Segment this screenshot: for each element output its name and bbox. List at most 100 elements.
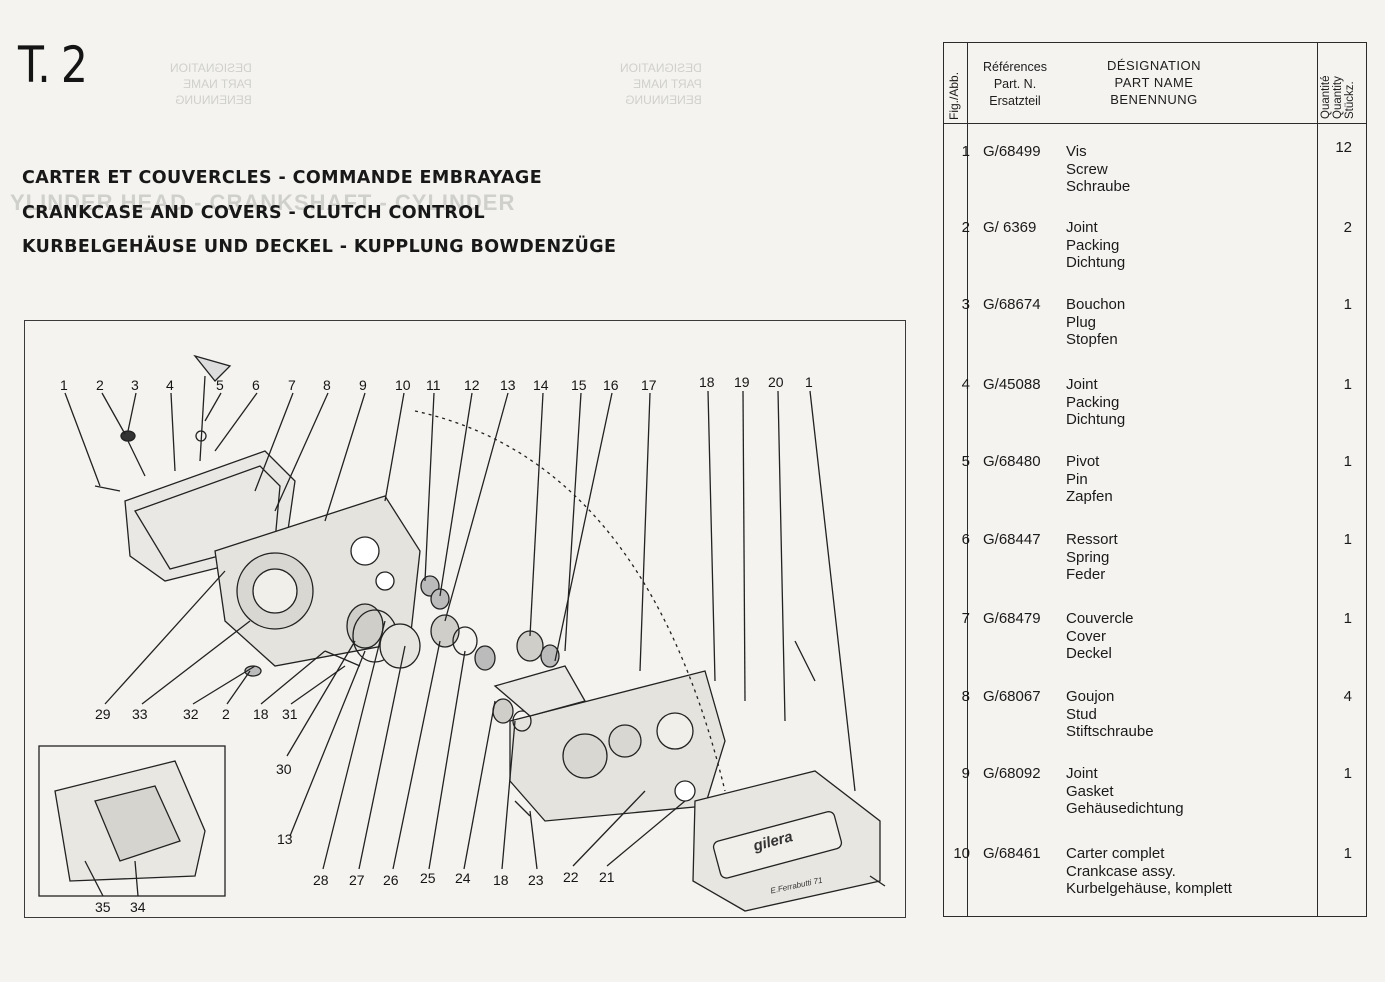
header-qty-de: Stückz. xyxy=(1344,81,1356,119)
row-ref: G/68092 xyxy=(983,765,1041,782)
row-name-fr: Goujon xyxy=(1066,688,1115,705)
callout-34: 34 xyxy=(130,899,146,915)
row-fig: 7 xyxy=(961,610,970,627)
callout-13b: 13 xyxy=(277,831,293,847)
row-name-de: Stiftschraube xyxy=(1066,723,1154,740)
row-name-fr: Vis xyxy=(1066,143,1087,160)
callout-top-20: 20 xyxy=(768,374,784,390)
header-qty-en: Quantity xyxy=(1332,76,1344,119)
callout-30: 30 xyxy=(276,761,292,777)
row-ref: G/68499 xyxy=(983,143,1041,160)
row-qty: 1 xyxy=(1343,765,1352,782)
header-des-en: PART NAME xyxy=(1114,75,1194,90)
header-des-de: BENENNUNG xyxy=(1110,92,1198,107)
row-names: Pivot Pin Zapfen xyxy=(1066,453,1113,506)
header-ref-en: Part. N. xyxy=(993,77,1037,91)
row-name-fr: Couvercle xyxy=(1066,610,1134,627)
callout-27: 27 xyxy=(349,872,365,888)
row-name-de: Gehäusedichtung xyxy=(1066,800,1184,817)
row-name-de: Feder xyxy=(1066,566,1106,583)
row-name-en: Cover xyxy=(1066,627,1107,645)
callout-top-17: 17 xyxy=(641,377,657,393)
row-ref: G/68674 xyxy=(983,296,1041,313)
row-name-de: Dichtung xyxy=(1066,254,1126,271)
row-name-de: Zapfen xyxy=(1066,488,1113,505)
row-qty: 12 xyxy=(1335,139,1352,156)
row-ref: G/68067 xyxy=(983,688,1041,705)
row-qty: 1 xyxy=(1343,453,1352,470)
row-fig: 10 xyxy=(953,845,970,862)
callout-top-6: 6 xyxy=(252,377,260,393)
plate-number: T. 2 xyxy=(18,36,88,94)
row-names: Goujon Stud Stiftschraube xyxy=(1066,688,1154,741)
header-ref: Références Part. N. Ersatzteil xyxy=(974,59,1056,110)
row-name-de: Deckel xyxy=(1066,645,1112,662)
callout-top-10: 10 xyxy=(395,377,411,393)
row-qty: 1 xyxy=(1343,845,1352,862)
row-ref: G/45088 xyxy=(983,376,1041,393)
row-fig: 5 xyxy=(961,453,970,470)
row-ref: G/ 6369 xyxy=(983,219,1037,236)
row-name-fr: Ressort xyxy=(1066,531,1118,548)
parts-table: Fig./Abb. Références Part. N. Ersatzteil… xyxy=(943,42,1367,917)
callout-top-4: 4 xyxy=(166,377,174,393)
row-fig: 3 xyxy=(961,296,970,313)
row-name-fr: Joint xyxy=(1066,376,1098,393)
row-name-en: Spring xyxy=(1066,548,1110,566)
header-des-fr: DÉSIGNATION xyxy=(1106,58,1202,73)
callout-35: 35 xyxy=(95,899,111,915)
header-designation: DÉSIGNATION PART NAME BENENNUNG xyxy=(1094,57,1214,108)
row-name-fr: Carter complet xyxy=(1066,845,1165,862)
page-titles: CARTER ET COUVERCLES - COMMANDE EMBRAYAG… xyxy=(22,168,616,272)
callout-top-5: 5 xyxy=(216,377,224,393)
row-fig: 1 xyxy=(961,143,970,160)
row-ref: G/68447 xyxy=(983,531,1041,548)
row-names: Joint Gasket Gehäusedichtung xyxy=(1066,765,1184,818)
row-qty: 2 xyxy=(1343,219,1352,236)
row-fig: 4 xyxy=(961,376,970,393)
row-ref: G/68479 xyxy=(983,610,1041,627)
callout-21: 21 xyxy=(599,869,615,885)
row-names: Joint Packing Dichtung xyxy=(1066,376,1125,429)
callout-32: 32 xyxy=(183,706,199,722)
header-qty-fr: Quantité xyxy=(1320,75,1332,119)
row-name-en: Gasket xyxy=(1066,782,1114,800)
callout-18a: 18 xyxy=(253,706,269,722)
table-header: Fig./Abb. Références Part. N. Ersatzteil… xyxy=(944,43,1366,124)
row-names: Joint Packing Dichtung xyxy=(1066,219,1125,272)
row-qty: 1 xyxy=(1343,610,1352,627)
row-name-de: Schraube xyxy=(1066,178,1131,195)
title-french: CARTER ET COUVERCLES - COMMANDE EMBRAYAG… xyxy=(22,168,543,188)
row-name-en: Screw xyxy=(1066,160,1108,178)
row-fig: 8 xyxy=(961,688,970,705)
callout-top-13: 13 xyxy=(500,377,516,393)
callout-22: 22 xyxy=(563,869,579,885)
callout-2: 2 xyxy=(222,706,230,722)
header-ref-de: Ersatzteil xyxy=(989,94,1041,108)
callout-top-14: 14 xyxy=(533,377,549,393)
row-ref: G/68480 xyxy=(983,453,1041,470)
callout-31: 31 xyxy=(282,706,298,722)
row-names: Vis Screw Schraube xyxy=(1066,143,1130,196)
row-qty: 1 xyxy=(1343,296,1352,313)
header-fig: Fig./Abb. xyxy=(947,71,961,120)
row-name-en: Plug xyxy=(1066,313,1097,331)
callout-26: 26 xyxy=(383,872,399,888)
row-name-en: Crankcase assy. xyxy=(1066,862,1176,880)
diagram-drawing xyxy=(38,354,886,912)
header-qty: Quantité Quantity Stückz. xyxy=(1320,49,1356,119)
callout-23: 23 xyxy=(528,872,544,888)
row-qty: 1 xyxy=(1343,376,1352,393)
row-name-en: Packing xyxy=(1066,236,1120,254)
callout-top-12: 12 xyxy=(464,377,480,393)
row-name-fr: Bouchon xyxy=(1066,296,1126,313)
row-name-de: Dichtung xyxy=(1066,411,1126,428)
row-name-fr: Joint xyxy=(1066,765,1098,782)
row-qty: 1 xyxy=(1343,531,1352,548)
row-fig: 6 xyxy=(961,531,970,548)
callout-top-18: 18 xyxy=(699,374,715,390)
row-names: Couvercle Cover Deckel xyxy=(1066,610,1134,663)
callout-28: 28 xyxy=(313,872,329,888)
